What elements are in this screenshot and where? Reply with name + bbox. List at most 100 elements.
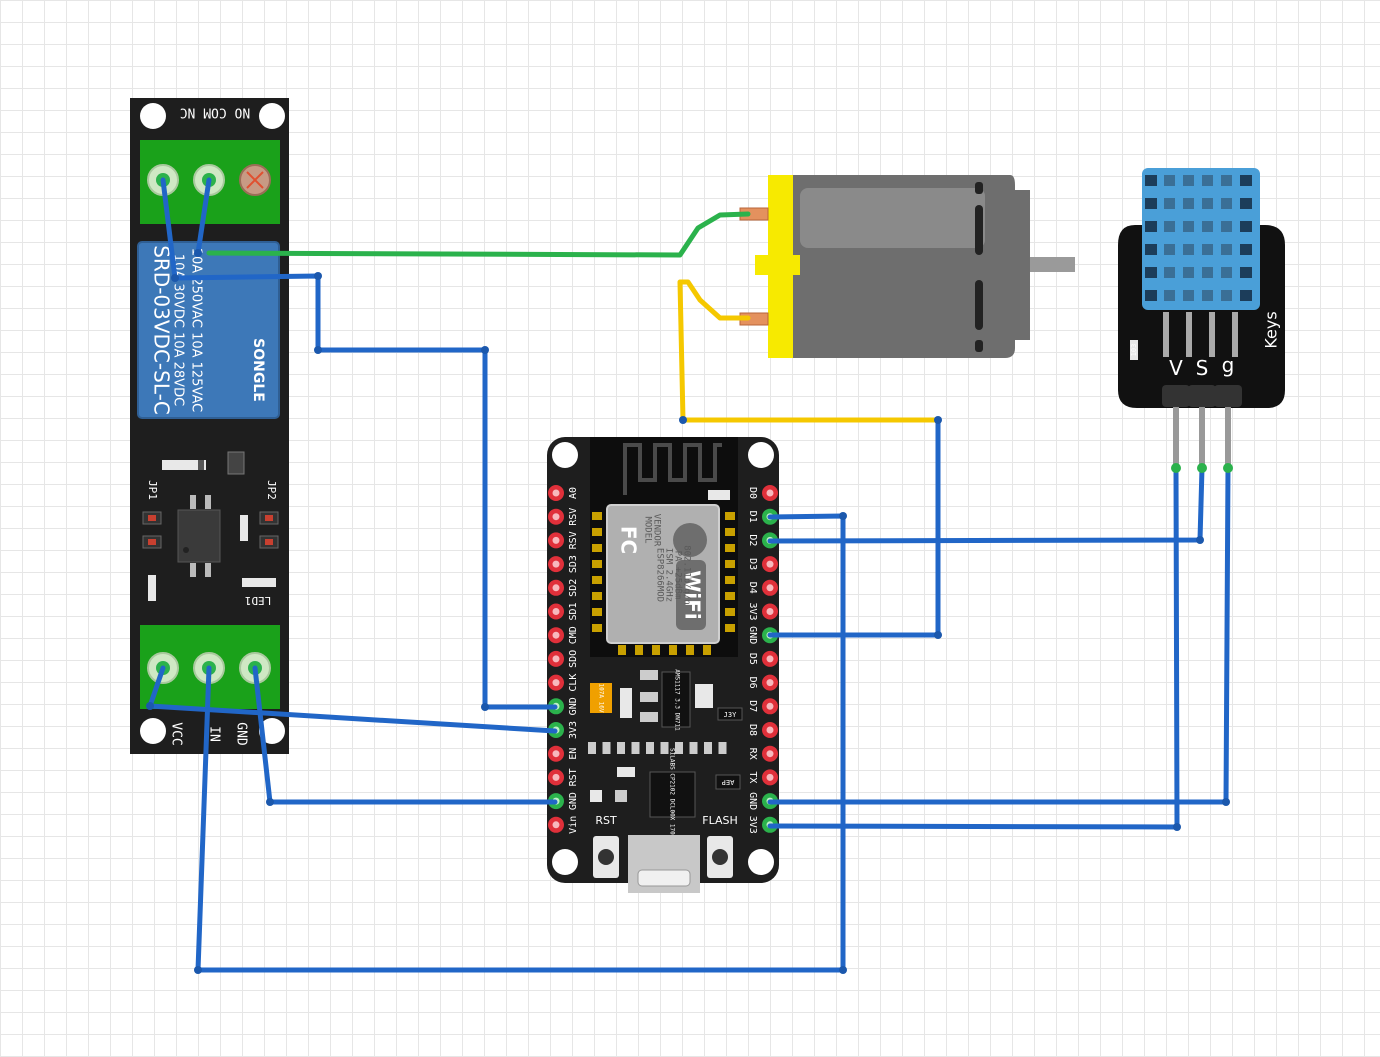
wire-bend-point [839,512,847,520]
vent-hole [1145,175,1157,186]
wire-bend-point [839,966,847,974]
fc-logo: FC [617,526,641,554]
smd-part [640,670,658,680]
smd-led [617,767,635,777]
esp-pin-label-left: 3V3 [568,721,579,739]
wire-endpoints [146,249,1233,974]
esp-pin-label-right: D7 [747,700,758,712]
relay-in-label: IN [207,726,222,742]
wire-relay-com-jumper [195,177,212,256]
sensor-header-pin-s [1199,407,1205,467]
flash-label: FLASH [702,814,738,827]
vent-hole [1164,290,1175,301]
wire-bend-point [679,416,687,424]
module-text-line: ISM 2.4GHz [664,548,674,602]
wire-sensor-v-to-esp-3v3 [767,465,1180,830]
esp-pin-label-right: D3 [747,558,758,570]
smd-resistor [704,742,712,754]
module-pad [725,608,735,616]
smd-resistor [646,742,654,754]
smd-resistor [588,742,596,754]
wire-esp-gnd-to-motor [767,417,941,638]
esp-pin-hole [766,584,774,592]
esp-pin-label-left: CLK [568,674,579,692]
sensor-pin-endpoint [1197,463,1207,473]
motor-highlight [800,188,985,248]
vent-hole [1221,198,1232,209]
esp-pin-label-right: D0 [747,487,758,499]
espressif-logo [673,523,707,557]
motor-endcap-tab [755,255,800,275]
sensor-header-pin-v [1173,407,1179,467]
vent-hole [1145,290,1157,301]
module-pad [669,645,677,655]
wire-bend-point [481,346,489,354]
module-text-line: MODEL [643,516,653,543]
led-label: LED1 [245,594,272,607]
sensor-pin-g-label: g [1222,353,1235,377]
mount-hole [140,718,166,744]
sensor-leg [1163,312,1169,357]
jumper-pin [148,539,156,545]
smd-part [640,712,658,722]
transistor [227,451,245,475]
module-pad [618,645,626,655]
jumper-pin [265,515,273,521]
esp-pin-label-left: Vin [568,816,579,834]
module-pad [592,608,602,616]
esp-pin-label-left: SD2 [568,579,579,597]
aep-label: AEP [722,778,735,786]
smd-resistor [718,742,727,754]
smd-transistor [717,707,743,721]
wire-bend-point [1173,823,1181,831]
esp-pin-label-left: SDO [568,650,579,668]
esp-pin-hole [766,750,774,758]
resistor-row [588,742,727,754]
vent-hole [1221,175,1232,186]
module-text-line: PA +25dBm [673,551,683,600]
jp2-label: JP2 [265,480,278,500]
ic-pin [205,495,211,509]
esp-pin-hole [552,631,560,639]
resistor-label: 103 [1130,344,1138,357]
relay-gnd-label: GND [234,722,249,746]
esp-pin-hole [552,513,560,521]
ic-pin [190,495,196,509]
relay-vcc-label: VCC [169,722,184,745]
esp-pin-label-right: TX [747,771,758,783]
optocoupler-dot [183,547,189,553]
esp-pin-hole [766,655,774,663]
screw-slot [246,171,264,189]
esp-pin-hole [766,726,774,734]
wire-bend-point [934,416,942,424]
esp-pin-label-right: GND [747,792,758,810]
wire-bend-point [194,249,202,257]
module-pad [592,560,602,568]
smd-part [708,490,730,500]
vent-hole [1145,221,1157,232]
esp-pin-label-right: D5 [747,653,758,665]
jumper-pin [148,515,156,521]
esp-pin-label-left: SD3 [568,555,579,573]
dc-motor [739,175,1075,358]
mount-hole [748,849,774,875]
vent-hole [1164,175,1175,186]
vent-hole [1240,198,1252,209]
vent-hole [1221,244,1232,255]
led [242,578,276,587]
wire-bend-point [934,631,942,639]
module-pad [725,512,735,520]
relay-rating-label-1: 10A 250VAC 10A 125VAC [189,248,204,413]
esp-pin-hole [552,773,560,781]
diode [162,460,206,470]
flash-button-cap[interactable] [712,849,728,865]
rst-button-cap[interactable] [598,849,614,865]
module-text-line: VENDOR [652,514,662,547]
diode-band [198,460,204,470]
module-pads [592,512,735,655]
esp-pin-label-right: 3V3 [747,816,758,834]
smd-part [715,774,741,790]
module-pad [592,512,602,520]
smd-resistor [689,742,698,754]
